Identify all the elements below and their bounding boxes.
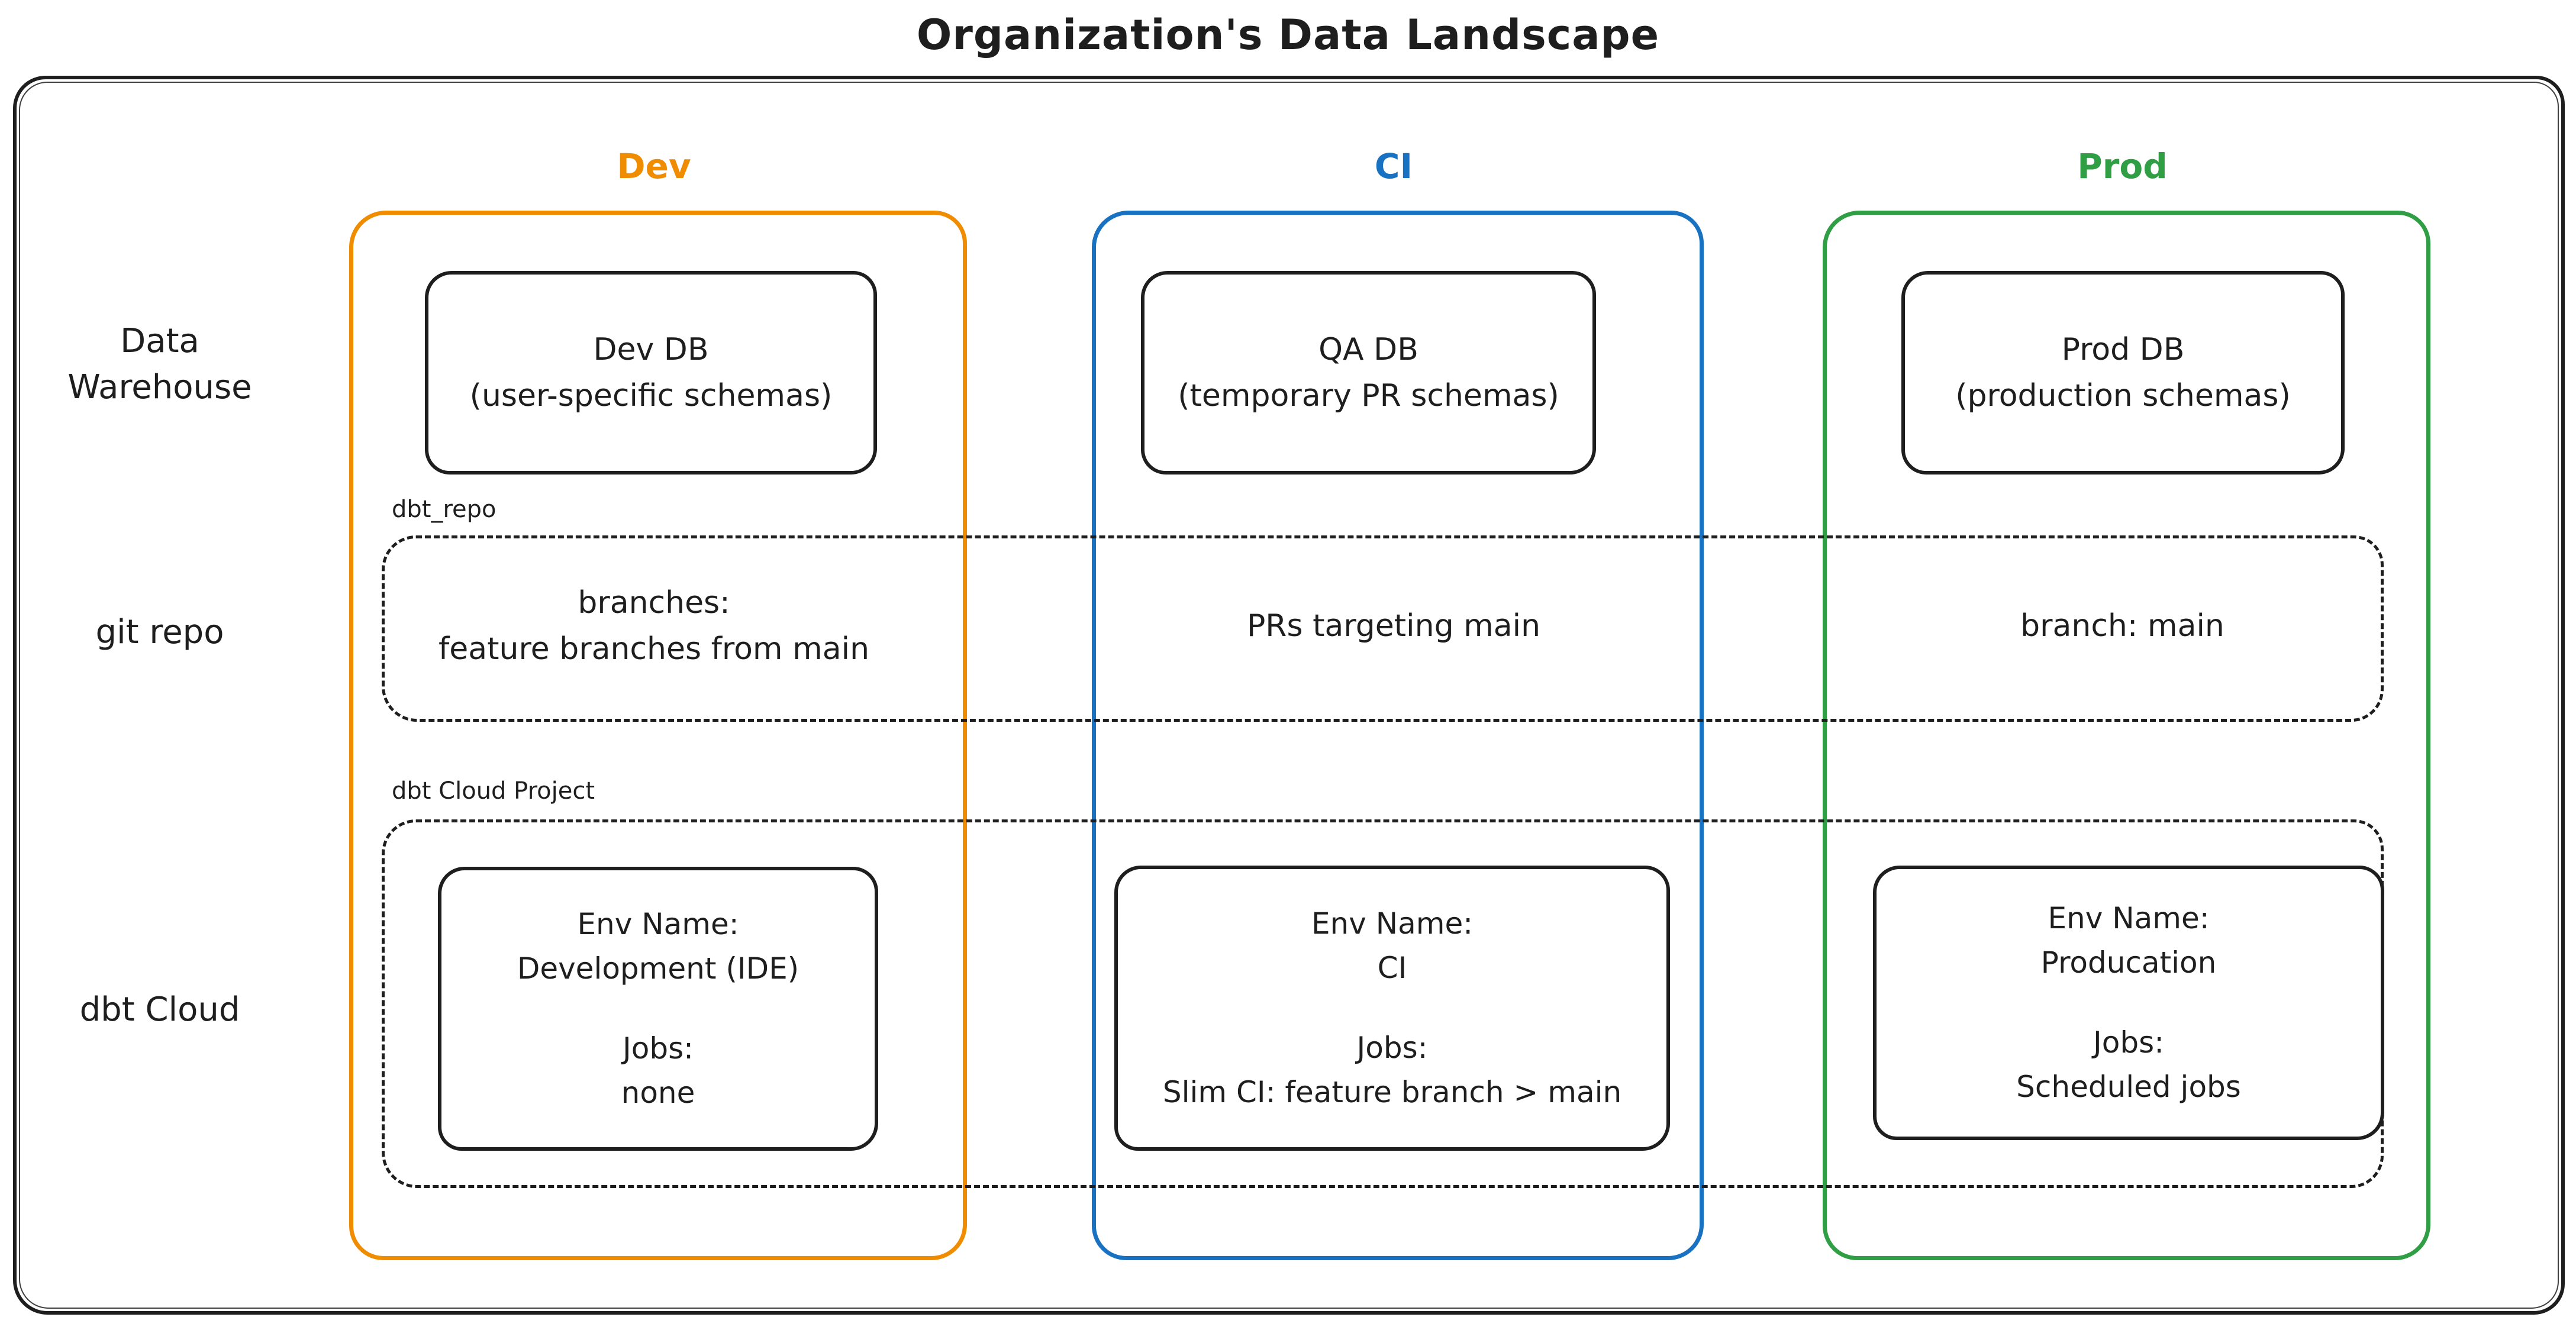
dbt-repo-dashed-box — [382, 535, 2384, 722]
prod-env-box: Env Name: Producation Jobs: Scheduled jo… — [1873, 866, 2384, 1140]
dev-jobs-label: Jobs: — [623, 1031, 694, 1066]
diagram-title: Organization's Data Landscape — [916, 11, 1660, 59]
ci-jobs-value: Slim CI: feature branch > main — [1162, 1075, 1622, 1109]
prod-db-subtitle: (production schemas) — [1955, 378, 2291, 414]
qa-db-subtitle: (temporary PR schemas) — [1178, 378, 1559, 414]
dev-git-line2: feature branches from main — [438, 631, 870, 667]
dev-db-box: Dev DB (user-specific schemas) — [425, 271, 877, 474]
column-header-ci: CI — [1374, 146, 1413, 186]
dbt-repo-group-label: dbt_repo — [392, 496, 496, 523]
row-label-data-warehouse-line2: Warehouse — [67, 368, 252, 407]
row-label-data-warehouse: Data Warehouse — [36, 318, 284, 411]
qa-db-box: QA DB (temporary PR schemas) — [1141, 271, 1596, 474]
ci-jobs-label: Jobs: — [1356, 1031, 1428, 1065]
dev-db-title: Dev DB — [593, 332, 709, 367]
dev-git-text: branches: feature branches from main — [349, 535, 959, 716]
ci-env-box: Env Name: CI Jobs: Slim CI: feature bran… — [1114, 866, 1670, 1151]
column-header-dev: Dev — [617, 146, 691, 186]
prod-git-line1: branch: main — [2020, 608, 2224, 644]
prod-env-label: Env Name: — [2048, 901, 2210, 935]
row-label-git-repo: git repo — [95, 613, 224, 651]
prod-env-value: Producation — [2040, 945, 2217, 980]
qa-db-title: QA DB — [1318, 332, 1418, 367]
outer-frame — [13, 76, 2565, 1315]
dev-jobs-value: none — [621, 1076, 695, 1110]
prod-git-text: branch: main — [1823, 535, 2422, 716]
prod-db-title: Prod DB — [2061, 332, 2185, 367]
ci-git-line1: PRs targeting main — [1246, 608, 1541, 644]
row-label-dbt-cloud: dbt Cloud — [79, 990, 240, 1029]
ci-column-box — [1092, 211, 1704, 1260]
ci-env-value: CI — [1377, 951, 1407, 985]
dev-git-line1: branches: — [578, 585, 730, 621]
prod-column-box — [1823, 211, 2430, 1260]
prod-jobs-value: Scheduled jobs — [2016, 1070, 2241, 1104]
ci-git-text: PRs targeting main — [1092, 535, 1695, 716]
dev-column-box — [349, 211, 967, 1260]
column-header-prod: Prod — [2077, 146, 2168, 186]
prod-jobs-label: Jobs: — [2093, 1025, 2164, 1060]
dev-env-value: Development (IDE) — [517, 951, 799, 986]
dbt-cloud-project-group-label: dbt Cloud Project — [392, 777, 595, 805]
row-label-data-warehouse-line1: Data — [120, 322, 199, 360]
prod-db-box: Prod DB (production schemas) — [1901, 271, 2345, 474]
dev-db-subtitle: (user-specific schemas) — [469, 378, 833, 414]
dev-env-box: Env Name: Development (IDE) Jobs: none — [438, 867, 878, 1151]
ci-env-label: Env Name: — [1311, 906, 1474, 941]
dev-env-label: Env Name: — [577, 907, 739, 941]
